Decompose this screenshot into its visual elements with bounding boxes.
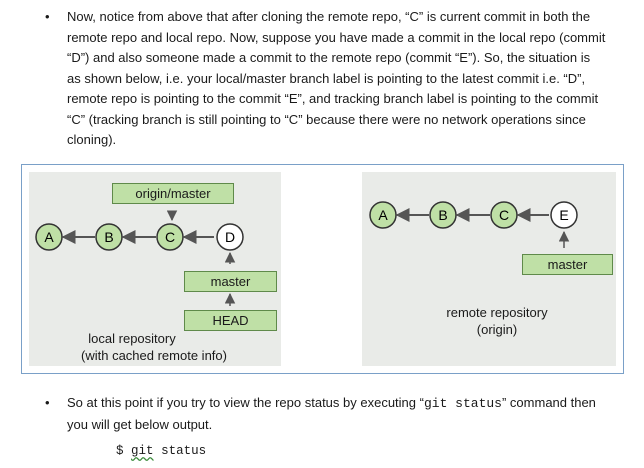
remote-caption-line1: remote repository	[446, 305, 548, 320]
commit-c: C	[156, 223, 184, 251]
bullet-paragraph-2: • So at this point if you try to view th…	[45, 393, 612, 435]
head-label: HEAD	[184, 310, 277, 331]
git-branch-diagram: A B C D origin/master master HEAD local …	[21, 164, 624, 374]
remote-caption-line2: (origin)	[476, 322, 518, 337]
commit-a-label: A	[44, 229, 54, 245]
local-caption-line2: (with cached remote info)	[81, 348, 227, 363]
bullet-dot: •	[45, 9, 50, 24]
paragraph-text: Now, notice from above that after clonin…	[67, 9, 606, 147]
commit-b-label: B	[438, 207, 447, 223]
local-commit-graph: A B C D	[35, 210, 244, 306]
local-repository-panel: A B C D origin/master master HEAD local …	[29, 172, 281, 366]
command-git: git	[131, 444, 154, 458]
commit-a: A	[369, 201, 397, 229]
commit-a: A	[35, 223, 63, 251]
commit-c-label: C	[499, 207, 509, 223]
commit-b: B	[95, 223, 123, 251]
command-rest: status	[161, 444, 207, 458]
inline-code: git status	[423, 396, 502, 411]
commit-d: D	[216, 223, 244, 251]
bullet-dot: •	[45, 395, 50, 410]
bullet-paragraph-1: • Now, notice from above that after clon…	[45, 7, 607, 151]
remote-repository-panel: A B C E master remote repository (origin…	[362, 172, 616, 366]
origin-master-label: origin/master	[112, 183, 234, 204]
commit-c-label: C	[165, 229, 175, 245]
local-caption-line1: local repository	[88, 331, 176, 346]
local-master-label: master	[184, 271, 277, 292]
commit-e: E	[550, 201, 578, 229]
paragraph-text-after: ” command then you will get below output…	[67, 395, 596, 432]
commit-a-label: A	[378, 207, 388, 223]
commit-e-label: E	[559, 207, 568, 223]
prompt-symbol: $	[116, 444, 124, 458]
paragraph-text-before: So at this point if you try to view the …	[67, 395, 424, 410]
command-line: $ git status	[116, 444, 206, 458]
commit-d-label: D	[225, 229, 235, 245]
commit-c: C	[490, 201, 518, 229]
commit-b: B	[429, 201, 457, 229]
remote-commit-graph: A B C E	[369, 201, 578, 248]
remote-master-label: master	[522, 254, 613, 275]
commit-b-label: B	[104, 229, 113, 245]
